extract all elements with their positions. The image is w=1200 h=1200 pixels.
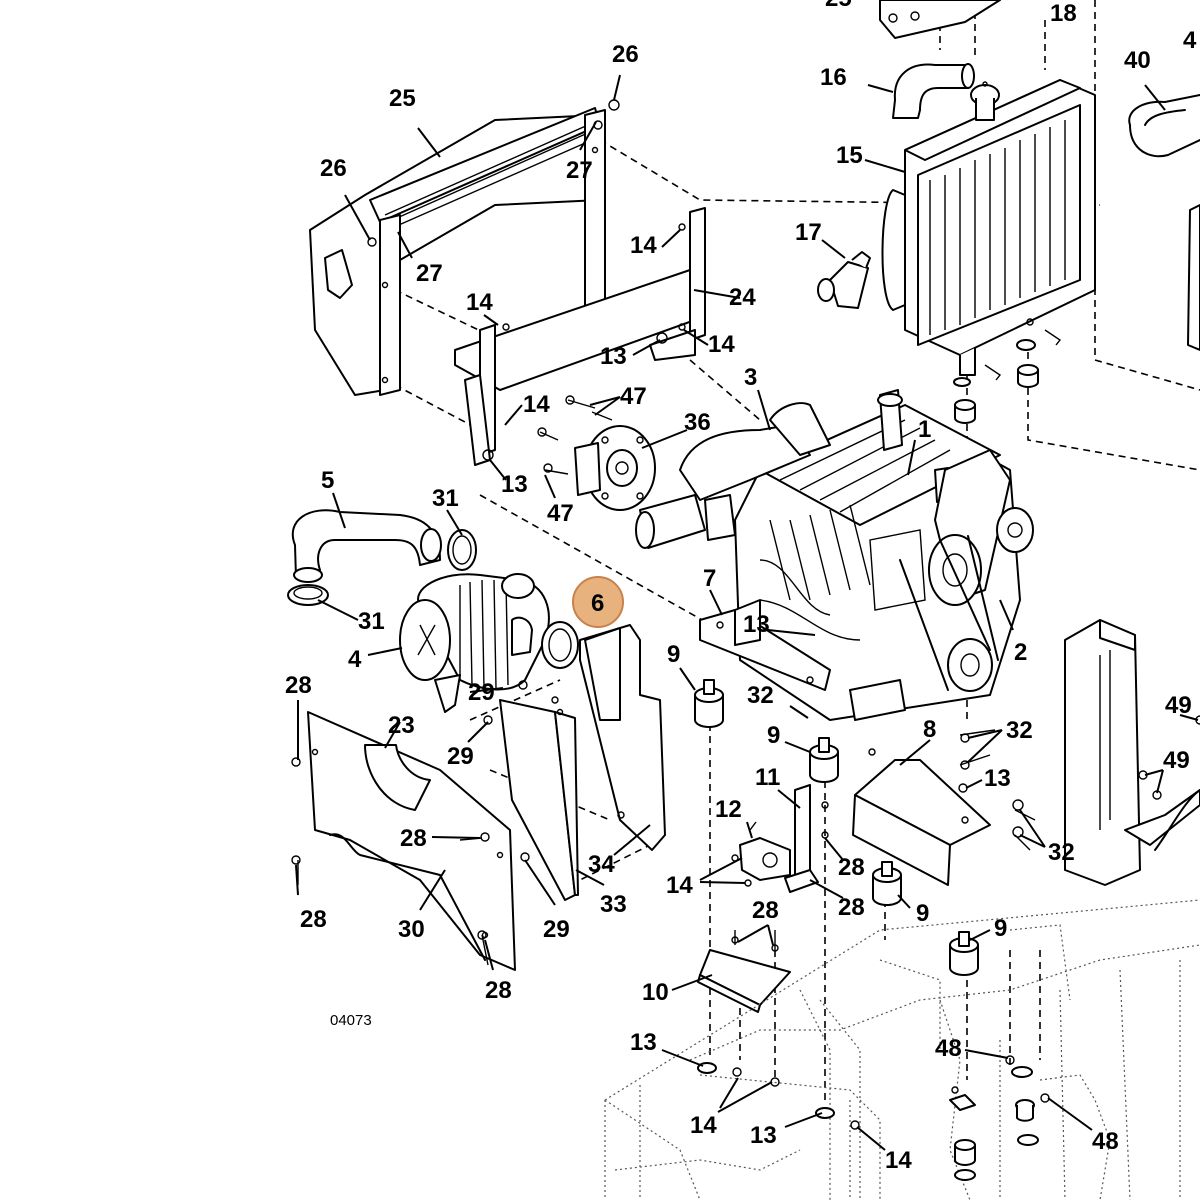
- callout-8[interactable]: 8: [923, 716, 936, 743]
- chassis-frame-outline: [604, 899, 1200, 1200]
- temperature-switch: [731, 821, 791, 887]
- callout-13[interactable]: 13: [630, 1029, 657, 1056]
- callout-5[interactable]: 5: [321, 467, 334, 494]
- intake-hose: [291, 509, 442, 583]
- callout-36[interactable]: 36: [684, 409, 711, 436]
- callout-11[interactable]: 11: [755, 764, 780, 791]
- callout-18[interactable]: 18: [1050, 0, 1077, 27]
- callout-14[interactable]: 14: [666, 872, 693, 899]
- engine-mount-bracket: [699, 599, 831, 691]
- callout-25[interactable]: 25: [825, 0, 852, 12]
- callout-13[interactable]: 13: [750, 1122, 777, 1149]
- callout-40[interactable]: 40: [1124, 47, 1151, 74]
- callout-13[interactable]: 13: [984, 765, 1011, 792]
- side-panel: [499, 699, 579, 901]
- callout-9[interactable]: 9: [994, 915, 1007, 942]
- air-duct: [579, 624, 666, 851]
- gasket-40: [1128, 94, 1200, 158]
- callout-14[interactable]: 14: [466, 289, 493, 316]
- callout-9[interactable]: 9: [767, 722, 780, 749]
- callout-14[interactable]: 14: [690, 1112, 717, 1139]
- callout-13[interactable]: 13: [743, 611, 770, 638]
- sensor-bracket: [784, 784, 829, 893]
- callout-17[interactable]: 17: [795, 219, 822, 246]
- callout-24[interactable]: 24: [729, 284, 756, 311]
- callout-13[interactable]: 13: [600, 343, 627, 370]
- callout-14[interactable]: 14: [708, 331, 735, 358]
- lower-radiator-hose: [817, 251, 871, 309]
- callout-26[interactable]: 26: [320, 155, 347, 182]
- callout-12[interactable]: 12: [715, 796, 742, 823]
- callout-31[interactable]: 31: [358, 608, 385, 635]
- callout-29[interactable]: 29: [543, 916, 570, 943]
- callout-10[interactable]: 10: [642, 979, 669, 1006]
- callout-47[interactable]: 47: [547, 500, 574, 527]
- callout-28[interactable]: 28: [838, 894, 865, 921]
- radiator-mount-isolators: [953, 318, 1062, 424]
- callout-48[interactable]: 48: [1092, 1128, 1119, 1155]
- highlight-circle[interactable]: [572, 576, 624, 628]
- callout-32[interactable]: 32: [1048, 839, 1075, 866]
- callout-4-partial[interactable]: 4: [1183, 27, 1197, 54]
- callout-33[interactable]: 33: [600, 891, 627, 918]
- callout-14[interactable]: 14: [630, 232, 657, 259]
- right-upright-bracket: [1064, 619, 1200, 886]
- callout-14[interactable]: 14: [523, 391, 550, 418]
- fan-shroud: [309, 99, 620, 396]
- callout-7[interactable]: 7: [703, 565, 716, 592]
- callout-27[interactable]: 27: [416, 260, 443, 287]
- engine: [635, 389, 1034, 721]
- radiator: [881, 79, 1096, 376]
- flange-coupling: [537, 395, 656, 511]
- callout-31[interactable]: 31: [432, 485, 459, 512]
- callout-49[interactable]: 49: [1163, 747, 1190, 774]
- callout-2[interactable]: 2: [1014, 639, 1027, 666]
- callout-34[interactable]: 34: [588, 851, 615, 878]
- callout-13[interactable]: 13: [501, 471, 528, 498]
- callout-28[interactable]: 28: [400, 825, 427, 852]
- callout-3[interactable]: 3: [744, 364, 757, 391]
- callout-28[interactable]: 28: [838, 854, 865, 881]
- bottom-hardware: [697, 1055, 1050, 1181]
- right-frame-bracket: [1187, 204, 1200, 351]
- callout-6[interactable]: 6: [591, 590, 604, 617]
- callout-48[interactable]: 48: [935, 1035, 962, 1062]
- callout-16[interactable]: 16: [820, 64, 847, 91]
- engine-isolator-mounts: [694, 679, 979, 976]
- callout-47[interactable]: 47: [620, 383, 647, 410]
- callout-28[interactable]: 28: [285, 672, 312, 699]
- air-cleaner: [399, 573, 550, 713]
- gasket-ring: [541, 621, 579, 669]
- callout-32[interactable]: 32: [747, 682, 774, 709]
- callout-labels: 1 2 3 4 5 6 7 8 9 9 9 9 10 11 12 13 13 1…: [285, 0, 1197, 1174]
- callout-30[interactable]: 30: [398, 916, 425, 943]
- callout-9[interactable]: 9: [916, 900, 929, 927]
- callout-29[interactable]: 29: [447, 743, 474, 770]
- shroud-bracket: [454, 207, 706, 466]
- upper-radiator-hose: [892, 63, 975, 119]
- callout-29[interactable]: 29: [468, 679, 495, 706]
- heat-shield: [307, 711, 516, 971]
- callout-28[interactable]: 28: [485, 977, 512, 1004]
- top-bracket-fragment: [879, 0, 1001, 39]
- callout-1[interactable]: 1: [918, 416, 931, 443]
- callout-9[interactable]: 9: [667, 641, 680, 668]
- callout-28[interactable]: 28: [300, 906, 327, 933]
- callout-25[interactable]: 25: [389, 85, 416, 112]
- right-mount-bracket: [852, 729, 1036, 886]
- callout-15[interactable]: 15: [836, 142, 863, 169]
- callout-leaders: [295, 74, 1199, 1151]
- lower-bracket: [697, 930, 791, 1013]
- callout-4[interactable]: 4: [348, 646, 362, 673]
- callout-14[interactable]: 14: [885, 1147, 912, 1174]
- callout-32[interactable]: 32: [1006, 717, 1033, 744]
- callout-23[interactable]: 23: [388, 712, 415, 739]
- callout-49[interactable]: 49: [1165, 692, 1192, 719]
- callout-27[interactable]: 27: [566, 157, 593, 184]
- figure-code: 04073: [330, 1012, 372, 1029]
- callout-28[interactable]: 28: [752, 897, 779, 924]
- callout-26[interactable]: 26: [612, 41, 639, 68]
